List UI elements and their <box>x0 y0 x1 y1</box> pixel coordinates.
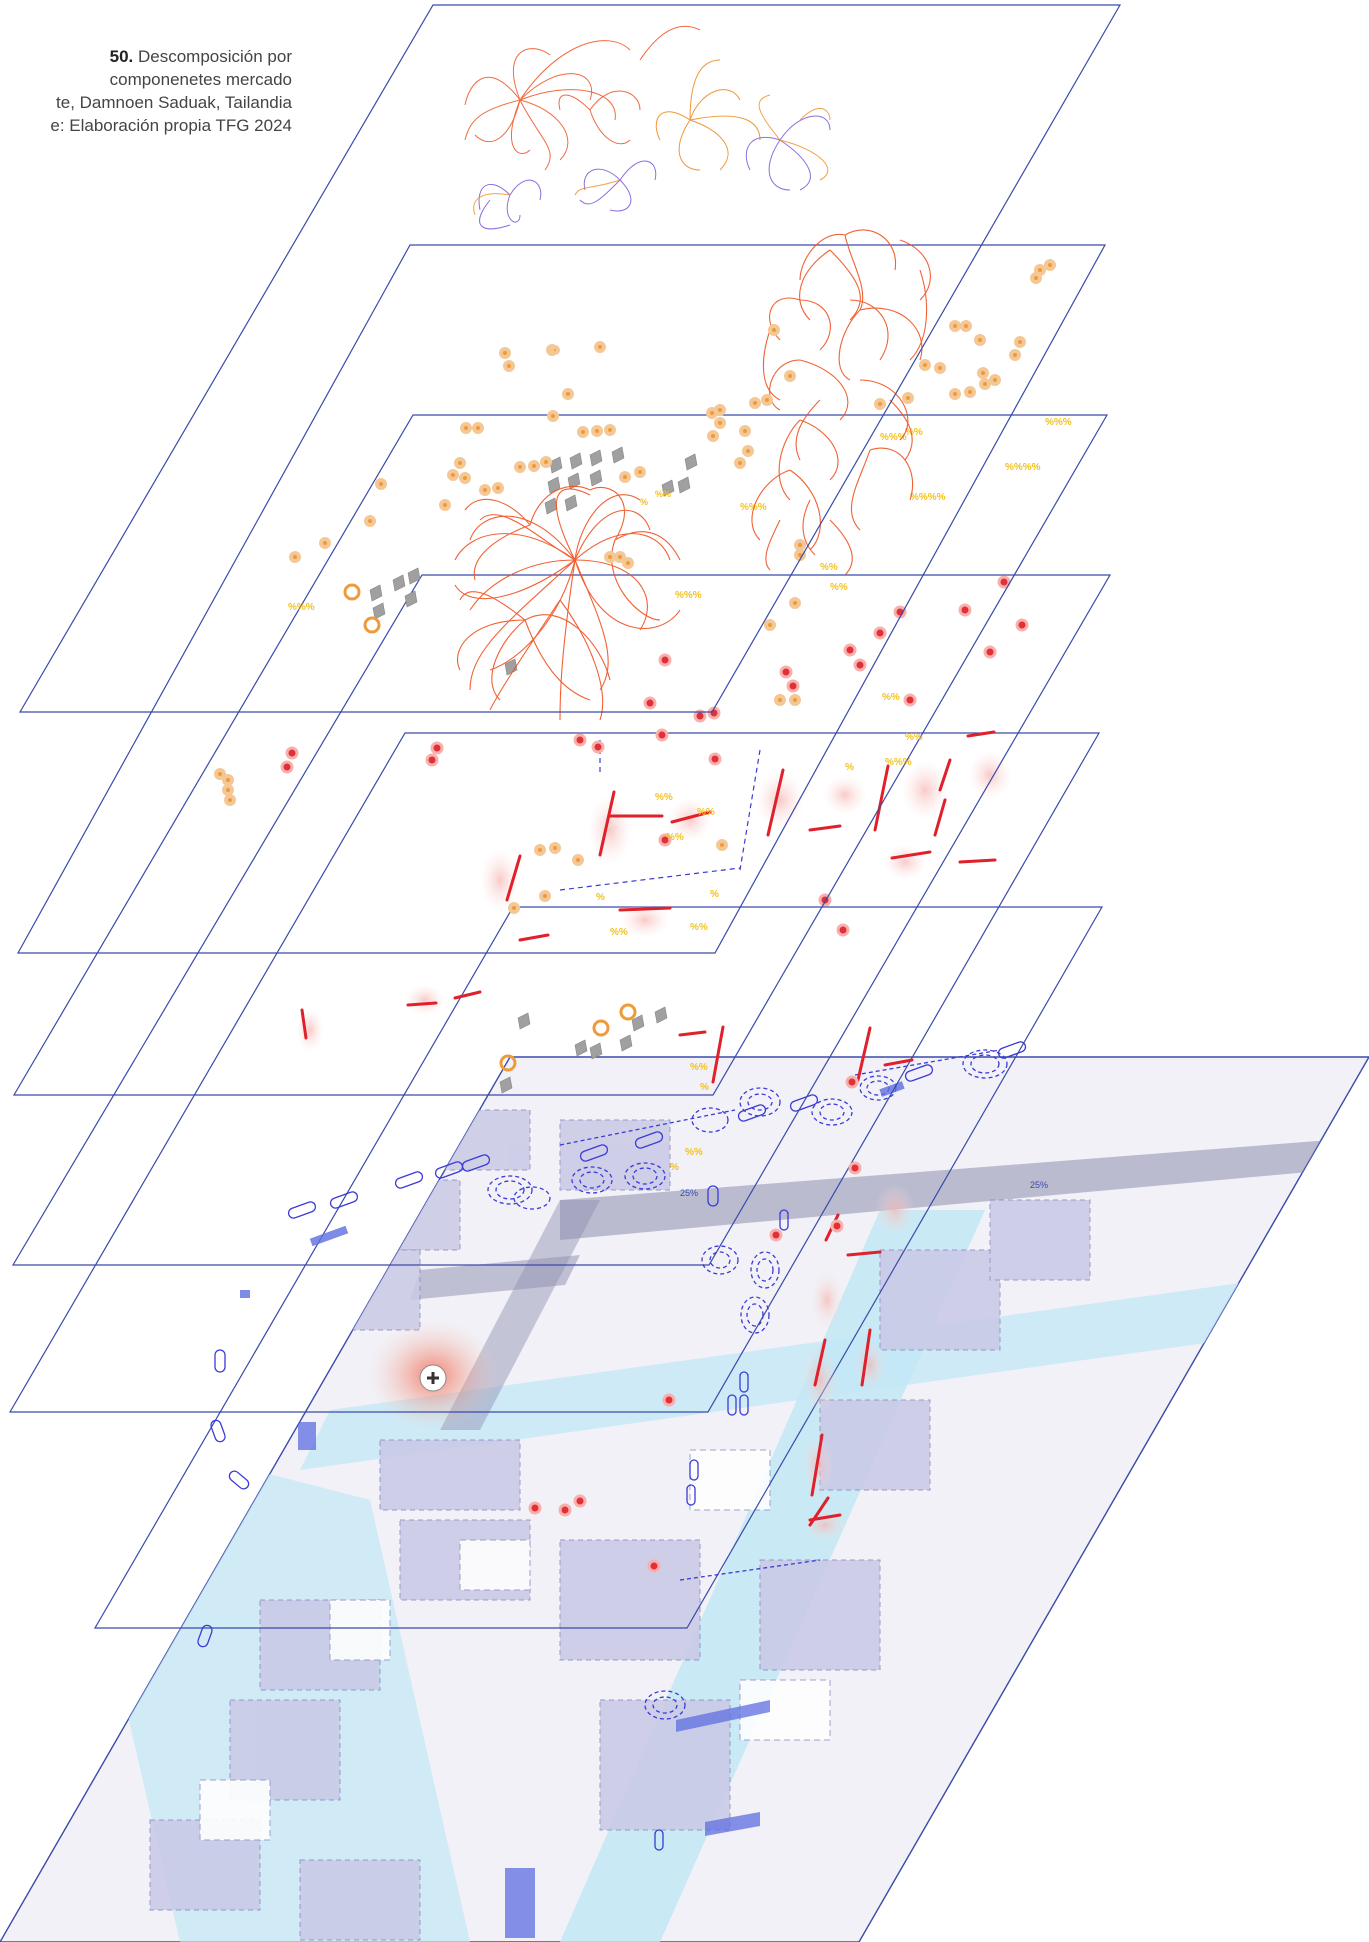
svg-text:%: % <box>640 497 648 507</box>
svg-text:%: % <box>710 889 719 900</box>
svg-text:%%: %% <box>610 927 628 938</box>
caption-line-4: e: Elaboración propia TFG 2024 <box>50 116 292 135</box>
layer-circulation-blue <box>93 906 1104 1851</box>
plane-1 <box>18 4 1122 713</box>
svg-text:%%: %% <box>905 732 923 743</box>
layer-nodes-and-flows <box>16 229 1107 954</box>
svg-text:%%%%: %%%% <box>1005 462 1041 473</box>
plane-4 <box>11 574 1112 1266</box>
figure-caption: 50. Descomposición por componenetes merc… <box>0 45 292 137</box>
svg-text:%%%: %%% <box>1045 417 1072 428</box>
flow-bundle-lower <box>454 485 681 721</box>
plane-6 <box>93 906 1104 1629</box>
layer-barriers <box>8 730 1101 1541</box>
map-label-a: 25% <box>680 1188 698 1198</box>
layer-base-map: 25% 25% <box>0 1056 1369 1942</box>
svg-text:%%%: %%% <box>885 757 912 768</box>
caption-line-2: componenetes mercado <box>109 70 292 89</box>
svg-text:%%%: %%% <box>675 590 702 601</box>
figure-number: 50. <box>109 47 134 66</box>
svg-text:%%: %% <box>655 792 673 803</box>
svg-text:%%%: %%% <box>288 602 315 613</box>
svg-text:%%: %% <box>666 832 684 843</box>
flow-bundle-upper <box>751 229 931 576</box>
map-label-b: 25% <box>1030 1180 1048 1190</box>
plane-2 <box>16 244 1107 954</box>
road-band-2 <box>410 1255 580 1300</box>
plane-5 <box>8 732 1101 1413</box>
road-band <box>560 1140 1330 1240</box>
svg-text:%%: %% <box>690 1062 708 1073</box>
layer-flow-diagram <box>18 4 1122 713</box>
svg-text:%%: %% <box>882 692 900 703</box>
svg-text:%%: %% <box>697 807 715 818</box>
layer-red-points <box>11 574 1112 1573</box>
svg-text:%: % <box>596 892 605 903</box>
svg-text:%: % <box>670 1162 679 1173</box>
svg-text:%%%: %%% <box>880 432 907 443</box>
caption-line-1: 50. Descomposición por <box>109 47 292 66</box>
svg-text:%%: %% <box>685 1147 703 1158</box>
svg-text:%%%%: %%%% <box>910 492 946 503</box>
svg-text:%: % <box>845 762 854 773</box>
svg-text:%%: %% <box>820 562 838 573</box>
plane-3 <box>12 414 1109 1096</box>
svg-text:%: % <box>700 1082 709 1093</box>
caption-line-3: te, Damnoen Saduak, Tailandia <box>56 93 292 112</box>
svg-text:%%: %% <box>830 582 848 593</box>
svg-text:%%: %% <box>655 489 671 499</box>
svg-text:%%: %% <box>905 427 923 438</box>
svg-text:%%: %% <box>690 922 708 933</box>
